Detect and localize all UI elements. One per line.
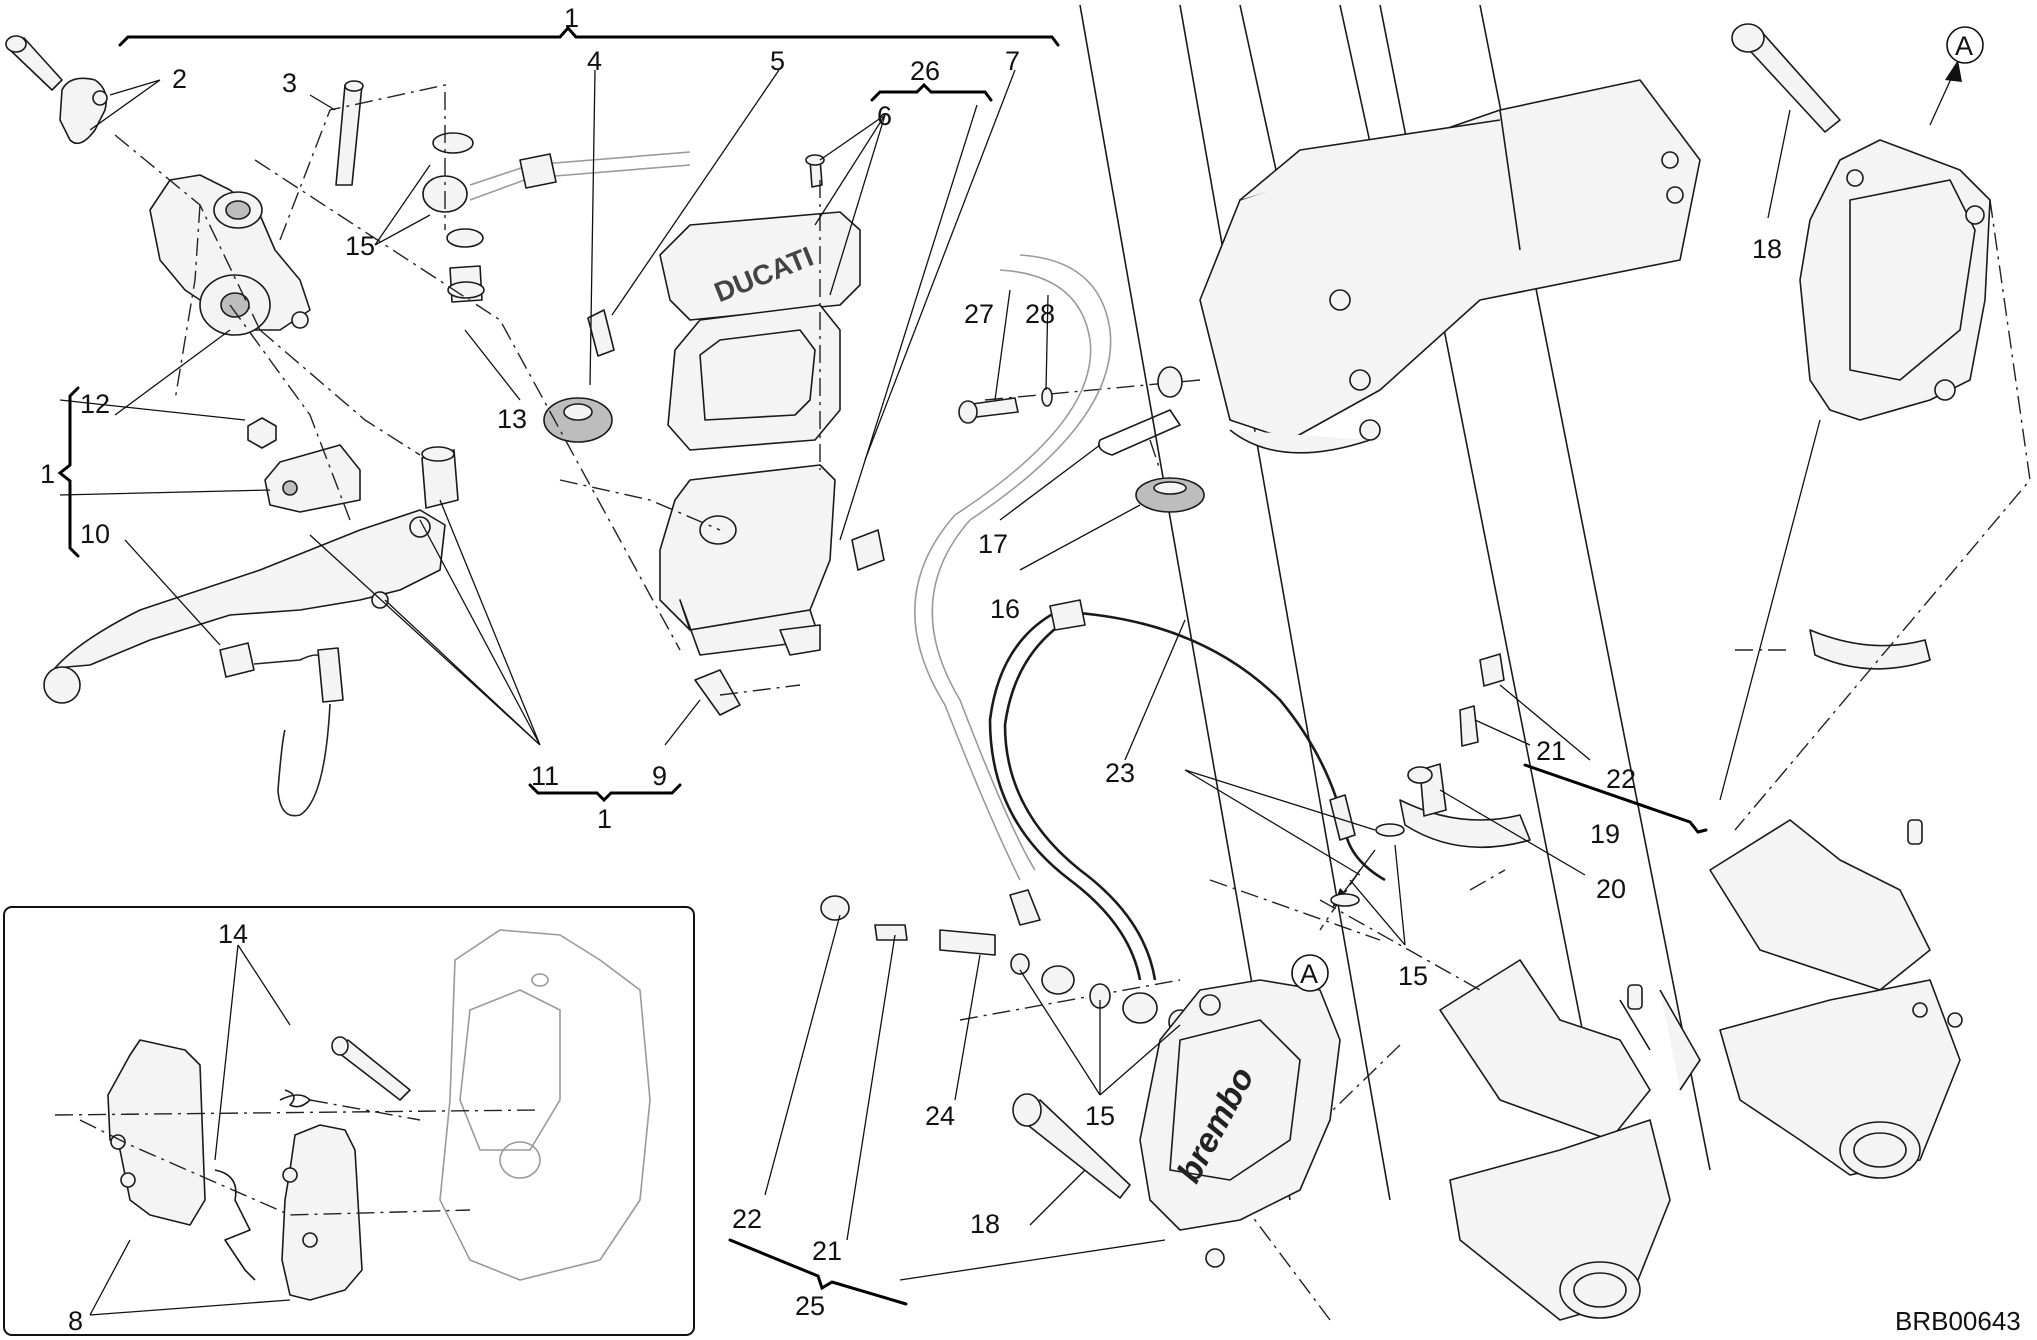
group-brackets — [57, 25, 1708, 1306]
brake-line-and-front-caliper: brembo — [820, 254, 1505, 1268]
marker-a-top-label: A — [1955, 31, 1973, 61]
callout-14: 14 — [218, 919, 248, 949]
brake-pad-inset — [3, 906, 695, 1336]
callout-22-right: 22 — [1606, 764, 1636, 794]
callout-18-right: 18 — [1752, 234, 1782, 264]
callout-labels: 1 2 3 4 5 26 7 6 15 12 13 1 10 11 9 1 27… — [40, 3, 1782, 1336]
callout-5: 5 — [770, 46, 785, 76]
callout-1-top: 1 — [564, 3, 579, 33]
callout-20: 20 — [1596, 874, 1626, 904]
callout-4: 4 — [587, 46, 602, 76]
reference-markers: A A — [1291, 26, 1984, 992]
right-caliper — [1731, 23, 1991, 421]
marker-a-mid — [1291, 954, 1329, 992]
callout-3: 3 — [282, 68, 297, 98]
callout-10: 10 — [80, 519, 110, 549]
callout-15-top: 15 — [345, 231, 375, 261]
callout-16: 16 — [990, 594, 1020, 624]
callout-2: 2 — [172, 64, 187, 94]
callout-18-bottom: 18 — [970, 1209, 1000, 1239]
callout-19: 19 — [1590, 819, 1620, 849]
callout-1-bottom: 1 — [597, 804, 612, 834]
callout-8: 8 — [68, 1306, 83, 1336]
callout-23: 23 — [1105, 758, 1135, 788]
leader-lines — [59, 69, 1821, 1316]
callout-12: 12 — [80, 389, 110, 419]
callout-11: 11 — [531, 761, 559, 791]
callout-22-left: 22 — [732, 1204, 762, 1234]
diagram-reference-code: BRB00643 — [1895, 1306, 2021, 1336]
callout-9: 9 — [652, 761, 667, 791]
callout-27: 27 — [964, 299, 994, 329]
callout-26: 26 — [910, 56, 940, 86]
callout-24: 24 — [925, 1101, 955, 1131]
callout-15-right: 15 — [1398, 961, 1428, 991]
callout-28: 28 — [1025, 299, 1055, 329]
callout-15-bottom: 15 — [1085, 1101, 1115, 1131]
callout-1-left: 1 — [40, 459, 55, 489]
marker-a-top — [1946, 26, 1984, 64]
callout-6: 6 — [877, 101, 892, 131]
front-fork — [1079, 4, 1963, 1321]
callout-7: 7 — [1005, 46, 1020, 76]
master-cylinder-assembly: DUCATI — [5, 35, 885, 817]
callout-21-right: 21 — [1536, 736, 1566, 766]
callout-13: 13 — [497, 404, 527, 434]
callout-17: 17 — [978, 529, 1008, 559]
callout-25: 25 — [795, 1291, 825, 1321]
marker-a-mid-label: A — [1300, 959, 1318, 989]
callout-21-left: 21 — [812, 1236, 842, 1266]
